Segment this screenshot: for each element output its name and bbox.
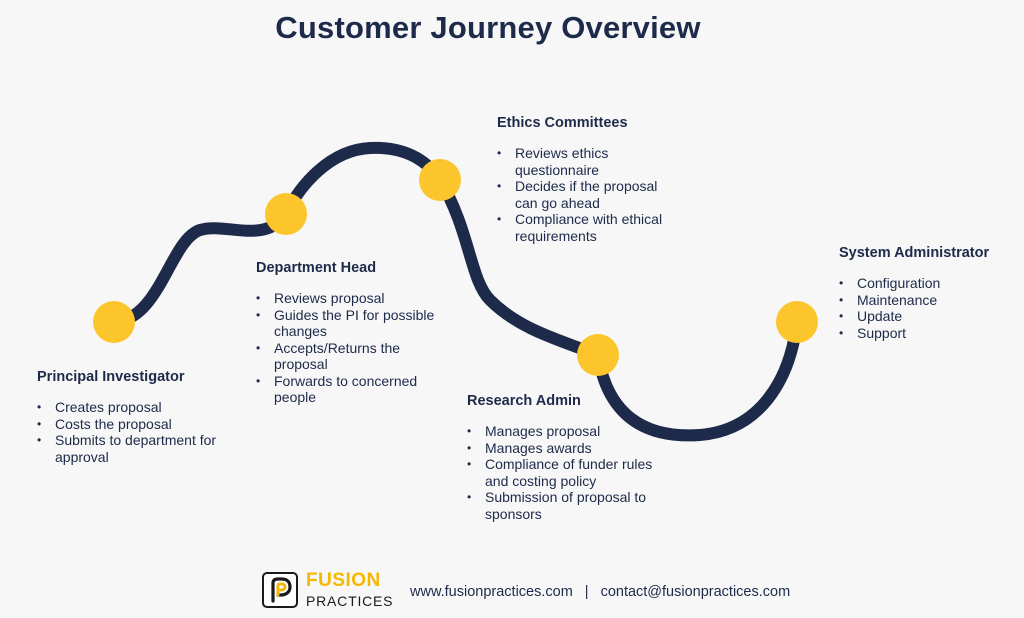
list-item: Submits to department for approval [37, 432, 230, 465]
list-item: Update [839, 308, 1019, 325]
list-item: Costs the proposal [37, 416, 237, 433]
list-item: Configuration [839, 275, 1019, 292]
stage-list: Creates proposal Costs the proposal Subm… [37, 399, 237, 465]
stage-system-administrator: System Administrator Configuration Maint… [839, 245, 1019, 341]
node-department-head [265, 193, 307, 235]
stage-title: Department Head [256, 260, 377, 276]
node-principal-investigator [93, 301, 135, 343]
list-item: Reviews ethics questionnaire [497, 145, 645, 178]
logo-wordmark-bottom: PRACTICES [306, 593, 394, 609]
list-item: Forwards to concerned people [256, 373, 444, 406]
list-item: Compliance of funder rules and costing p… [467, 456, 655, 489]
list-item: Decides if the proposal can go ahead [497, 178, 680, 211]
email-link[interactable]: contact@fusionpractices.com [600, 584, 791, 600]
list-item: Compliance with ethical requirements [497, 211, 690, 244]
logo-wordmark-top: FUSION [306, 570, 381, 591]
node-ethics-committees [419, 159, 461, 201]
node-system-administrator [776, 301, 818, 343]
node-research-admin [577, 334, 619, 376]
contact-line: www.fusionpractices.com | contact@fusionpr… [410, 584, 790, 600]
stage-list: Reviews ethics questionnaire Decides if … [497, 145, 707, 244]
fusion-p-logo-icon [262, 572, 298, 608]
list-item: Maintenance [839, 292, 1019, 309]
list-item: Manages proposal [467, 423, 687, 440]
stage-list: Configuration Maintenance Update Support [839, 275, 1019, 341]
list-item: Support [839, 325, 1019, 342]
stage-ethics-committees: Ethics Committees Reviews ethics questio… [497, 115, 707, 244]
stage-title: Research Admin [467, 393, 581, 409]
list-item: Manages awards [467, 440, 687, 457]
website-link[interactable]: www.fusionpractices.com [410, 584, 573, 600]
list-item: Guides the PI for possible changes [256, 307, 454, 340]
list-item: Reviews proposal [256, 290, 466, 307]
stage-list: Manages proposal Manages awards Complian… [467, 423, 687, 522]
list-item: Accepts/Returns the proposal [256, 340, 434, 373]
page-title: Customer Journey Overview [275, 10, 701, 45]
stage-department-head: Department Head Reviews proposal Guides … [256, 260, 466, 406]
list-item: Creates proposal [37, 399, 237, 416]
stage-title: Principal Investigator [37, 369, 185, 385]
separator: | [584, 584, 589, 600]
stage-title: Ethics Committees [497, 115, 628, 131]
stage-research-admin: Research Admin Manages proposal Manages … [467, 393, 687, 522]
list-item: Submission of proposal to sponsors [467, 489, 670, 522]
stage-title: System Administrator [839, 245, 990, 261]
stage-list: Reviews proposal Guides the PI for possi… [256, 290, 466, 406]
stage-principal-investigator: Principal Investigator Creates proposal … [37, 369, 237, 465]
